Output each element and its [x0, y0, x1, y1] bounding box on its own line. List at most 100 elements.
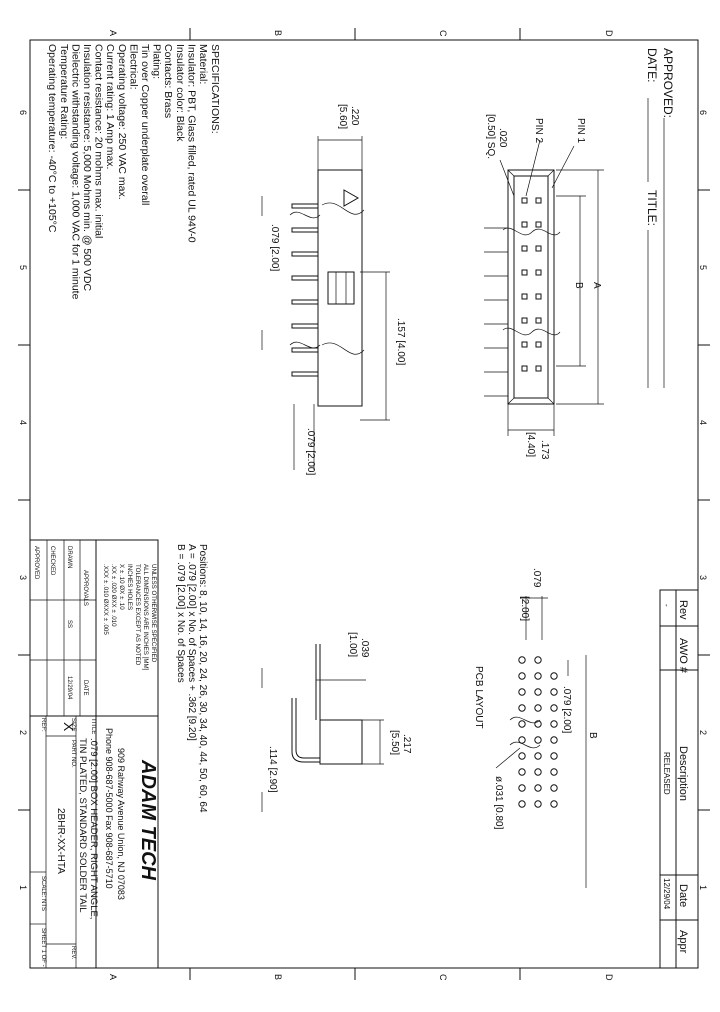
description-header: Description [677, 746, 689, 801]
positions-line: Positions: 8, 10, 14, 16, 20, 24, 26, 30… [197, 544, 208, 813]
title-block-title-label: TITLE [90, 718, 96, 734]
dim-217-inch: .217 [401, 734, 412, 754]
dim-173-inch: .173 [539, 440, 550, 460]
scale-label: SCALE: NTS [40, 876, 46, 911]
zone-2-left: 2 [18, 730, 28, 735]
drawn-date: 12/29/04 [66, 676, 72, 700]
spec-line: Tin over Copper underplate overall [139, 44, 151, 205]
zone-c-bottom: C [438, 974, 448, 981]
rev-header: Rev [677, 600, 689, 620]
pin-square [521, 197, 528, 204]
pin-square [535, 317, 542, 324]
zone-5-right: 5 [698, 265, 708, 270]
approved-block-label: APPROVED [33, 546, 39, 580]
revision-table [659, 589, 699, 969]
zone-1-right: 1 [698, 885, 708, 890]
positions-formula: Positions: 8, 10, 14, 16, 20, 24, 26, 30… [175, 544, 208, 813]
break-mark-1 [502, 227, 561, 236]
size-value: X [61, 722, 77, 732]
spec-line: Operating temperature: -40°C to +105°C [46, 44, 58, 233]
specifications: SPECIFICATIONS: Material:Insulator: PBT,… [46, 44, 221, 300]
zone-3-left: 3 [18, 575, 28, 580]
pcb-layout-label: PCB LAYOUT [473, 666, 484, 729]
dim-217-mm: [5.50] [389, 730, 400, 755]
zone-3-right: 3 [698, 575, 708, 580]
pcb-hole [518, 672, 526, 680]
pcb-hole [518, 752, 526, 760]
part-no-value: 2BHR-XX-HTA [55, 808, 66, 874]
pcb-hole [518, 704, 526, 712]
pin-square [535, 197, 542, 204]
pcb-hole [534, 688, 542, 696]
zone-a-top: A [108, 30, 118, 36]
tolerance-block [29, 539, 159, 717]
zone-5-left: 5 [18, 265, 28, 270]
header-side-view [317, 169, 363, 407]
tolerance-line: TOLERANCES EXCEPT AS NOTED [134, 564, 141, 666]
ref-label: REF: [40, 718, 46, 732]
zone-d-top: D [604, 30, 614, 37]
pcb-hole [518, 656, 526, 664]
sq-inch: .020 [497, 128, 508, 148]
date-header: Date [677, 884, 689, 907]
checked-label: CHECKED [49, 546, 55, 576]
pcb-200: [2.00] [519, 596, 530, 621]
pcb-079b: .079 [2.00] [561, 686, 572, 733]
tolerance-line: ALL DIMENSIONS ARE INCHES [MM] [142, 564, 149, 671]
pcb-hole [550, 672, 558, 680]
spec-line: Electrical: [127, 44, 139, 90]
pin2-label: PIN 2 [533, 118, 544, 143]
pcb-hole [534, 656, 542, 664]
pcb-hole [534, 752, 542, 760]
pin-square [535, 341, 542, 348]
drawn-by: SS [66, 620, 72, 628]
pcb-hole [534, 800, 542, 808]
pcb-hole [518, 800, 526, 808]
pcb-079: .079 [531, 568, 542, 588]
zone-b-top: B [273, 30, 283, 36]
pcb-break [509, 716, 541, 749]
part-no-label: PART NO. [70, 740, 76, 768]
dim-173-mm: [4.40] [525, 432, 536, 457]
spec-line: Insulator color: Black [174, 44, 186, 142]
spec-line: Operating voltage: 250 VAC max. [116, 44, 128, 200]
pin1-label: PIN 1 [575, 118, 586, 143]
pcb-b: B [587, 732, 598, 739]
pcb-hole [550, 768, 558, 776]
pcb-hole [518, 768, 526, 776]
date-value: 12/29/04 [662, 878, 671, 910]
part-title-2: TIN PLATED, STANDARD SOLDER TAIL [77, 738, 88, 913]
dim-157: .157 [4.00] [395, 318, 406, 365]
tolerance-line: .XXX ± .010 ØXXX ± .005 [102, 564, 109, 635]
spec-line: Plating: [151, 44, 163, 79]
pcb-hole [518, 720, 526, 728]
pin-square [521, 293, 528, 300]
rev-value: - [662, 604, 671, 607]
pin-tail [291, 347, 319, 353]
pcb-hole [550, 752, 558, 760]
spec-line: Insulator: PBT, Glass filled, rated UL 9… [185, 44, 197, 243]
pin-tail [291, 275, 319, 281]
zone-2-right: 2 [698, 730, 708, 735]
pcb-hole [518, 688, 526, 696]
dim-b-label: B [573, 282, 584, 289]
pcb-hole [534, 720, 542, 728]
drawn-label: DRAWN [66, 546, 72, 568]
side-pins [291, 203, 508, 397]
zone-6-left: 6 [18, 110, 28, 115]
pcb-hole [534, 784, 542, 792]
pcb-hole [518, 784, 526, 792]
dim-079-side: .079 [2.00] [269, 224, 280, 271]
awo-header: AWO # [677, 638, 689, 674]
pin-square [521, 365, 528, 372]
rev-label: REV. [70, 946, 76, 960]
zone-4-right: 4 [698, 420, 708, 425]
sq-mm: [0.50] SQ. [485, 114, 496, 159]
spec-heading: SPECIFICATIONS: [209, 44, 221, 134]
pin-square [535, 293, 542, 300]
zone-a-bottom: A [108, 974, 118, 980]
pin-tail [291, 203, 319, 209]
spec-line: Temperature Rating: [58, 44, 70, 139]
